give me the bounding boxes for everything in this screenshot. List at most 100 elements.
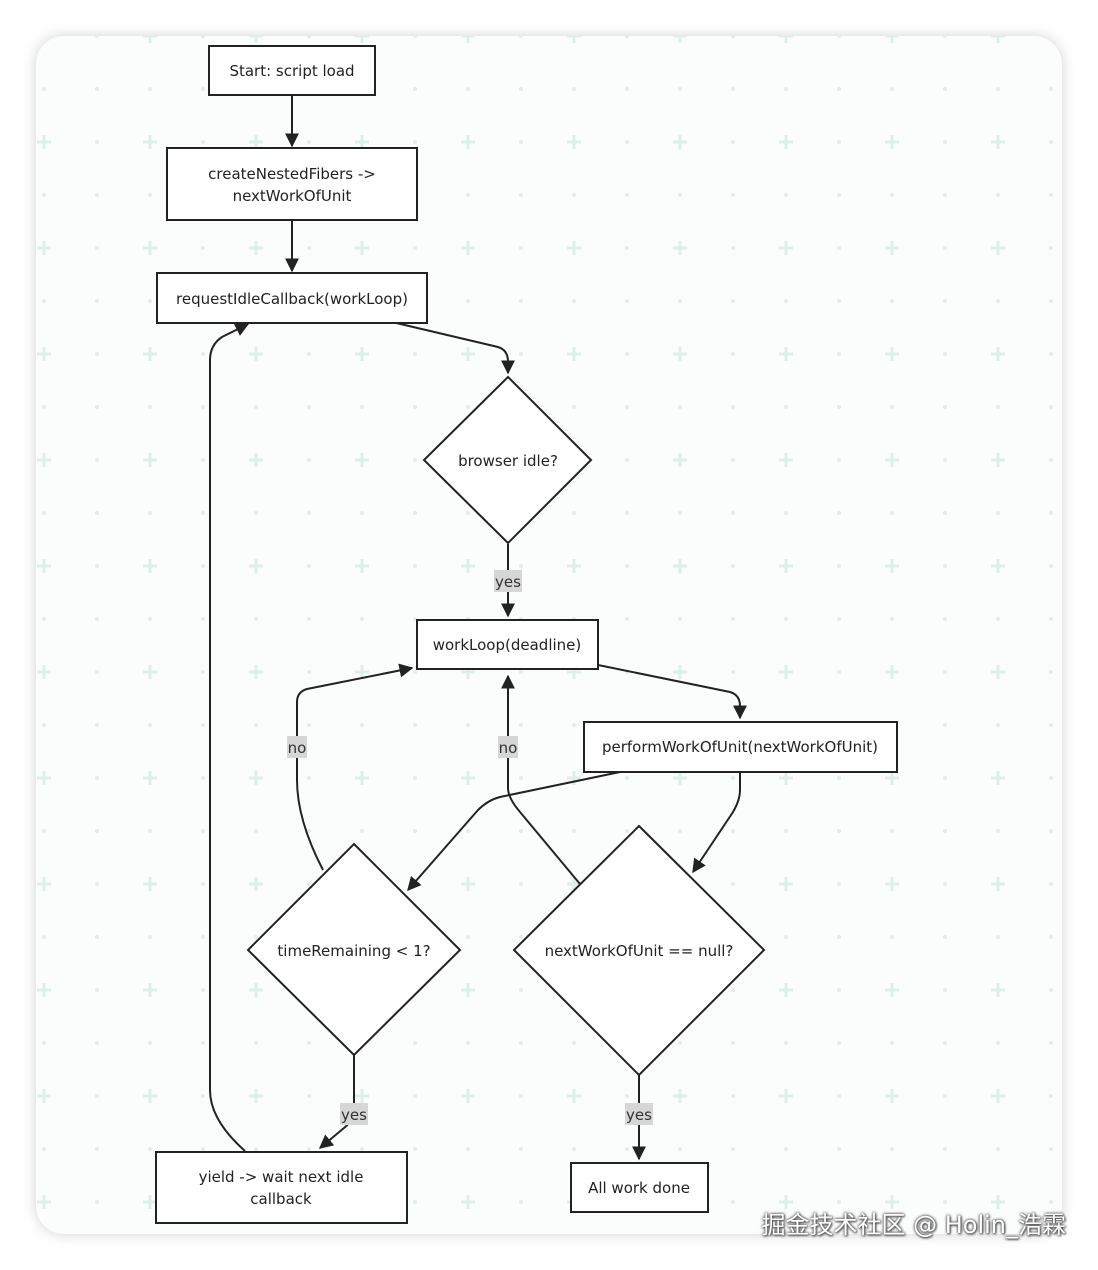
grid-plus-mark	[355, 453, 369, 467]
grid-dot-mark	[837, 882, 841, 886]
grid-dot-mark	[42, 299, 46, 303]
node-create-label-line-2: nextWorkOfUnit	[233, 187, 352, 205]
grid-dot-mark	[148, 193, 152, 197]
grid-dot-mark	[731, 1147, 735, 1151]
grid-dot-mark	[731, 1041, 735, 1045]
grid-plus-mark	[143, 665, 157, 679]
grid-dot-mark	[678, 405, 682, 409]
grid-plus-mark	[249, 559, 263, 573]
grid-dot-mark	[731, 829, 735, 833]
grid-dot-mark	[943, 776, 947, 780]
grid-dot-mark	[625, 87, 629, 91]
grid-dot-mark	[307, 829, 311, 833]
grid-dot-mark	[413, 352, 417, 356]
grid-dot-mark	[519, 1147, 523, 1151]
grid-dot-mark	[943, 458, 947, 462]
grid-plus-mark	[567, 135, 581, 149]
grid-plus-mark	[249, 347, 263, 361]
grid-dot-mark	[625, 776, 629, 780]
grid-dot-mark	[519, 670, 523, 674]
flowchart: Start: script load createNestedFibers ->…	[37, 36, 1053, 1224]
grid-dot-mark	[837, 511, 841, 515]
grid-plus-mark	[567, 241, 581, 255]
grid-dot-mark	[466, 193, 470, 197]
grid-dot-mark	[996, 617, 1000, 621]
diagram-card: Start: script load createNestedFibers ->…	[36, 36, 1062, 1234]
grid-dot-mark	[1049, 458, 1053, 462]
grid-dot-mark	[625, 299, 629, 303]
grid-dot-mark	[837, 405, 841, 409]
grid-dot-mark	[572, 87, 576, 91]
grid-dot-mark	[678, 299, 682, 303]
node-request: requestIdleCallback(workLoop)	[156, 272, 428, 324]
grid-dot-mark	[943, 670, 947, 674]
grid-plus-mark	[249, 771, 263, 785]
grid-dot-mark	[837, 1200, 841, 1204]
grid-dot-mark	[731, 36, 735, 38]
grid-dot-mark	[1049, 1200, 1053, 1204]
grid-dot-mark	[95, 564, 99, 568]
grid-dot-mark	[784, 299, 788, 303]
grid-plus-mark	[37, 241, 51, 255]
grid-plus-mark	[779, 877, 793, 891]
grid-plus-mark	[991, 983, 1005, 997]
edge-label-time-remaining-yes: yes	[340, 1103, 368, 1125]
node-time-remaining-label: timeRemaining < 1?	[277, 942, 430, 960]
grid-dot-mark	[413, 1094, 417, 1098]
grid-plus-mark	[143, 559, 157, 573]
grid-dot-mark	[148, 511, 152, 515]
svg-text:yes: yes	[626, 1106, 652, 1124]
grid-dot-mark	[731, 193, 735, 197]
grid-plus-mark	[779, 135, 793, 149]
node-workloop: workLoop(deadline)	[416, 619, 599, 670]
edge-request-to-browser-idle	[391, 321, 515, 375]
grid-dot-mark	[731, 617, 735, 621]
grid-dot-mark	[625, 617, 629, 621]
grid-dot-mark	[519, 1041, 523, 1045]
grid-plus-mark	[885, 135, 899, 149]
grid-plus-mark	[673, 559, 687, 573]
grid-dot-mark	[731, 299, 735, 303]
grid-dot-mark	[572, 299, 576, 303]
grid-dot-mark	[1049, 405, 1053, 409]
edge-next-null-to-workloop	[501, 674, 581, 885]
grid-dot-mark	[731, 1094, 735, 1098]
grid-dot-mark	[731, 458, 735, 462]
grid-dot-mark	[201, 670, 205, 674]
grid-plus-mark	[37, 1195, 51, 1209]
grid-dot-mark	[201, 511, 205, 515]
grid-dot-mark	[1049, 1147, 1053, 1151]
grid-dot-mark	[996, 1041, 1000, 1045]
node-create-label-line-1: createNestedFibers ->	[208, 165, 376, 183]
grid-dot-mark	[572, 1041, 576, 1045]
grid-plus-mark	[143, 453, 157, 467]
node-start: Start: script load	[208, 45, 376, 96]
grid-plus-mark	[461, 36, 475, 43]
grid-dot-mark	[731, 1200, 735, 1204]
grid-dot-mark	[413, 405, 417, 409]
grid-dot-mark	[519, 140, 523, 144]
grid-plus-mark	[567, 347, 581, 361]
grid-plus-mark	[991, 559, 1005, 573]
node-perform: performWorkOfUnit(nextWorkOfUnit)	[583, 721, 898, 773]
node-browser-idle-label: browser idle?	[458, 452, 558, 470]
grid-dot-mark	[254, 829, 258, 833]
grid-dot-mark	[837, 988, 841, 992]
grid-dot-mark	[519, 246, 523, 250]
grid-dot-mark	[307, 776, 311, 780]
grid-dot-mark	[625, 246, 629, 250]
edge-label-browser-idle-yes: yes	[494, 570, 522, 592]
grid-plus-mark	[249, 983, 263, 997]
grid-plus-mark	[143, 347, 157, 361]
node-done-label: All work done	[588, 1179, 690, 1197]
grid-plus-mark	[885, 665, 899, 679]
grid-dot-mark	[1049, 1094, 1053, 1098]
grid-dot-mark	[307, 140, 311, 144]
grid-dot-mark	[95, 405, 99, 409]
grid-dot-mark	[996, 1147, 1000, 1151]
grid-dot-mark	[837, 246, 841, 250]
grid-dot-mark	[148, 1041, 152, 1045]
node-time-remaining: timeRemaining < 1?	[246, 842, 462, 1057]
grid-plus-mark	[779, 665, 793, 679]
svg-text:no: no	[499, 739, 518, 757]
